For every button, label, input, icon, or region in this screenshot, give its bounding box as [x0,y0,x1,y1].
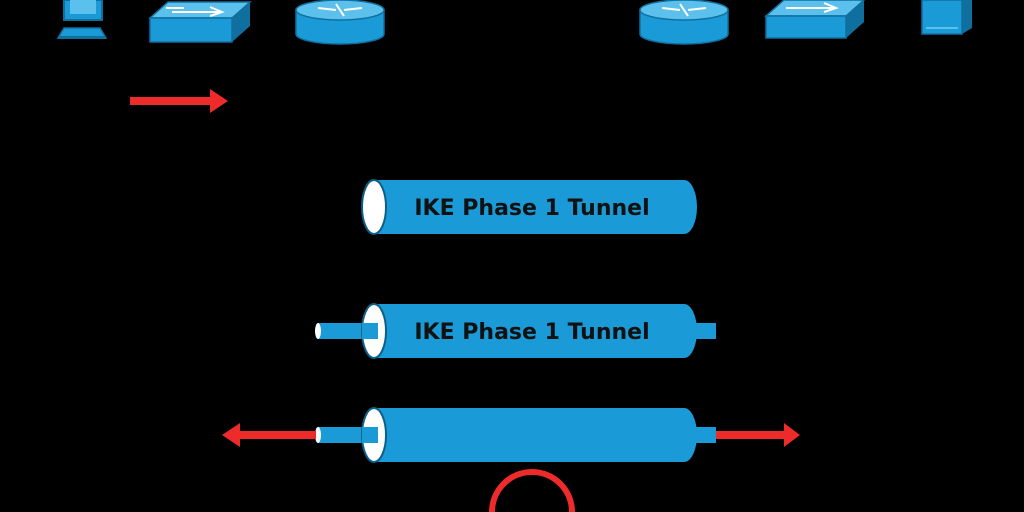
server-icon [921,0,972,35]
arrow-left-icon [222,423,316,447]
router-icon [295,0,385,45]
arrow-right-icon [716,423,800,447]
tunnel-1: IKE Phase 1 Tunnel [361,179,697,235]
tunnel-2: IKE Phase 1 Tunnel [315,303,716,359]
device-row [56,0,972,45]
circle-marker-icon [489,469,575,512]
tunnel-3 [315,407,716,463]
switch-icon [148,1,252,43]
switch-icon [764,0,866,39]
tunnel-2-label: IKE Phase 1 Tunnel [414,320,649,345]
tunnel-1-label: IKE Phase 1 Tunnel [414,196,649,221]
arrow-right-icon [130,89,228,113]
router-icon [639,0,729,45]
workstation-icon [56,0,108,39]
